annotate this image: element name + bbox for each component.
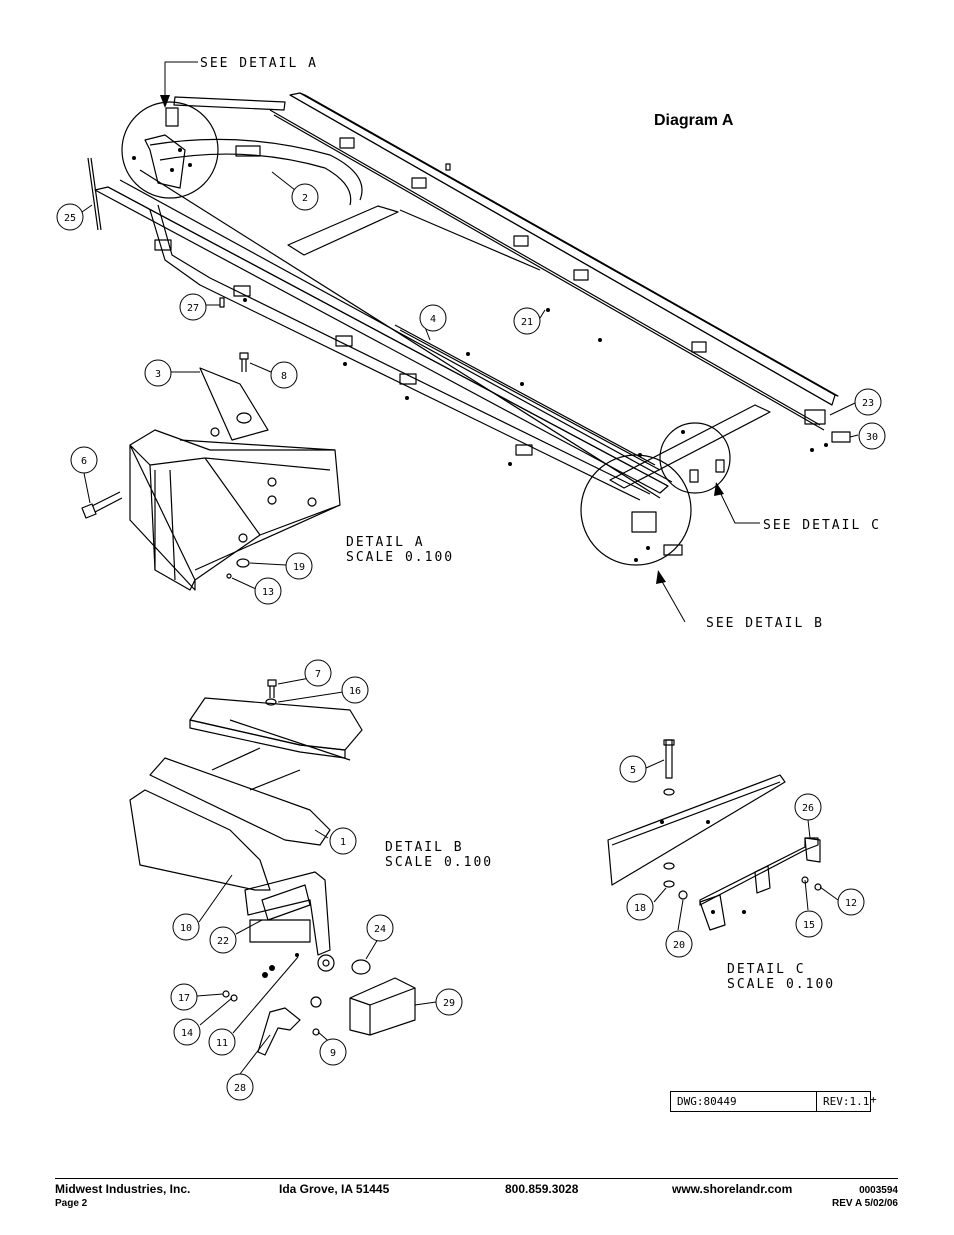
- callout-12: 12: [845, 898, 857, 909]
- callout-16: 16: [349, 686, 361, 697]
- see-detail-b-label: SEE DETAIL B: [706, 616, 824, 631]
- callout-11: 11: [216, 1038, 228, 1049]
- detail-a-label: DETAIL A: [346, 535, 425, 550]
- callout-9: 9: [330, 1048, 336, 1059]
- callout-26: 26: [802, 803, 814, 814]
- detail-c-drawing: [607, 739, 822, 931]
- callout-circles: [56, 183, 886, 1101]
- callout-25: 25: [64, 213, 76, 224]
- callout-2: 2: [302, 193, 308, 204]
- callout-3: 3: [155, 369, 161, 380]
- callout-27: 27: [187, 303, 199, 314]
- callout-13: 13: [262, 587, 274, 598]
- leader-lines: [81, 61, 859, 1075]
- diagram-title: Diagram A: [654, 112, 734, 129]
- arrow-detail-a: [160, 95, 170, 108]
- callout-5: 5: [630, 765, 636, 776]
- detail-b-label: DETAIL B: [385, 840, 464, 855]
- footer-rule: [55, 1178, 898, 1179]
- callout-17: 17: [178, 993, 190, 1004]
- title-block: DWG:80449 REV:1.1 +: [670, 1091, 877, 1112]
- arrow-detail-b: [656, 570, 666, 584]
- callout-8: 8: [281, 371, 287, 382]
- footer-doc-number: 0003594: [859, 1185, 898, 1196]
- detail-b-circle: [580, 454, 692, 566]
- callout-28: 28: [234, 1083, 246, 1094]
- callout-4: 4: [430, 314, 436, 325]
- footer-city: Ida Grove, IA 51445: [279, 1182, 390, 1196]
- detail-a-circle: [121, 101, 219, 199]
- drawing-revision: REV:1.1: [823, 1095, 870, 1108]
- detail-a-drawing: [81, 352, 341, 591]
- callout-30: 30: [866, 432, 878, 443]
- detail-a-scale: SCALE 0.100: [346, 550, 454, 565]
- hardware-dots: [132, 148, 828, 978]
- callout-10: 10: [180, 923, 192, 934]
- callout-18: 18: [634, 903, 646, 914]
- callout-24: 24: [374, 924, 386, 935]
- footer-company: Midwest Industries, Inc.: [55, 1182, 191, 1196]
- callout-21: 21: [521, 317, 533, 328]
- arrow-detail-c: [714, 482, 724, 496]
- footer-revision: REV A 5/02/06: [832, 1198, 898, 1209]
- callout-1: 1: [340, 837, 346, 848]
- callout-14: 14: [181, 1028, 193, 1039]
- detail-c-scale: SCALE 0.100: [727, 977, 835, 992]
- callout-6: 6: [81, 456, 87, 467]
- title-block-divider: [816, 1092, 817, 1111]
- footer-phone: 800.859.3028: [505, 1182, 579, 1196]
- see-detail-a-label: SEE DETAIL A: [200, 56, 318, 71]
- callout-7: 7: [315, 669, 321, 680]
- callout-23: 23: [862, 398, 874, 409]
- detail-c-circle: [659, 422, 731, 494]
- arrowheads: [160, 95, 724, 584]
- drawing-number: DWG:80449: [677, 1095, 737, 1108]
- revision-plus: +: [870, 1093, 877, 1106]
- callout-22: 22: [217, 936, 229, 947]
- main-frame: [94, 92, 851, 501]
- detail-b-drawing: [129, 679, 416, 1056]
- callout-20: 20: [673, 940, 685, 951]
- callout-15: 15: [803, 920, 815, 931]
- detail-b-scale: SCALE 0.100: [385, 855, 493, 870]
- see-detail-c-label: SEE DETAIL C: [763, 518, 881, 533]
- callout-19: 19: [293, 562, 305, 573]
- callout-29: 29: [443, 998, 455, 1009]
- footer-page: Page 2: [55, 1198, 88, 1209]
- footer-website: www.shorelandr.com: [672, 1182, 793, 1196]
- detail-c-label: DETAIL C: [727, 962, 806, 977]
